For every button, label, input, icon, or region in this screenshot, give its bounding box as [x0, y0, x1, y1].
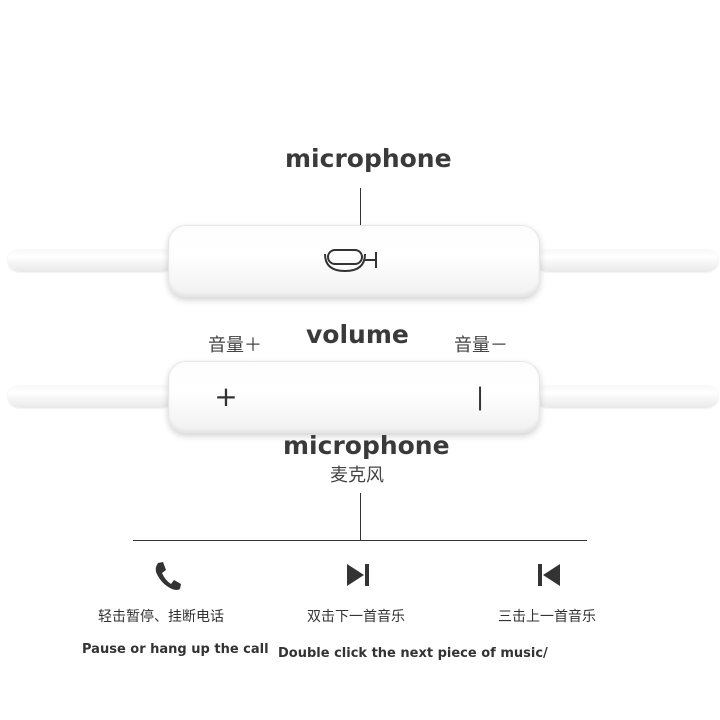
next-track-icon — [347, 564, 369, 586]
top-microphone-title: microphone — [285, 144, 452, 173]
volume-minus-cn-label: 音量－ — [454, 335, 508, 356]
volume-up-button[interactable]: + — [214, 380, 238, 413]
function-pause-en: Pause or hang up the call — [82, 642, 269, 657]
top-remote-body — [168, 225, 540, 297]
microphone-icon — [324, 249, 377, 273]
bracket-vertical-line — [360, 493, 361, 541]
volume-title: volume — [306, 320, 409, 349]
previous-track-icon — [538, 564, 560, 586]
middle-cable-right — [536, 385, 718, 407]
bottom-microphone-title: microphone — [283, 431, 450, 460]
top-leader-line — [360, 188, 361, 240]
middle-cable-left — [8, 385, 173, 407]
function-previous-cn: 三击上一首音乐 — [498, 609, 596, 625]
function-next-cn: 双击下一首音乐 — [307, 609, 405, 625]
bracket-horizontal-line — [133, 540, 587, 541]
phone-icon — [155, 562, 181, 590]
function-pause-cn: 轻击暂停、挂断电话 — [98, 609, 224, 625]
volume-remote-body — [168, 361, 540, 433]
top-cable-left — [8, 249, 173, 271]
volume-plus-cn-label: 音量＋ — [208, 335, 262, 356]
function-next-en: Double click the next piece of music/ — [278, 646, 548, 661]
top-cable-right — [536, 249, 718, 271]
bottom-microphone-cn: 麦克风 — [330, 465, 384, 486]
volume-down-button[interactable]: | — [475, 383, 485, 411]
